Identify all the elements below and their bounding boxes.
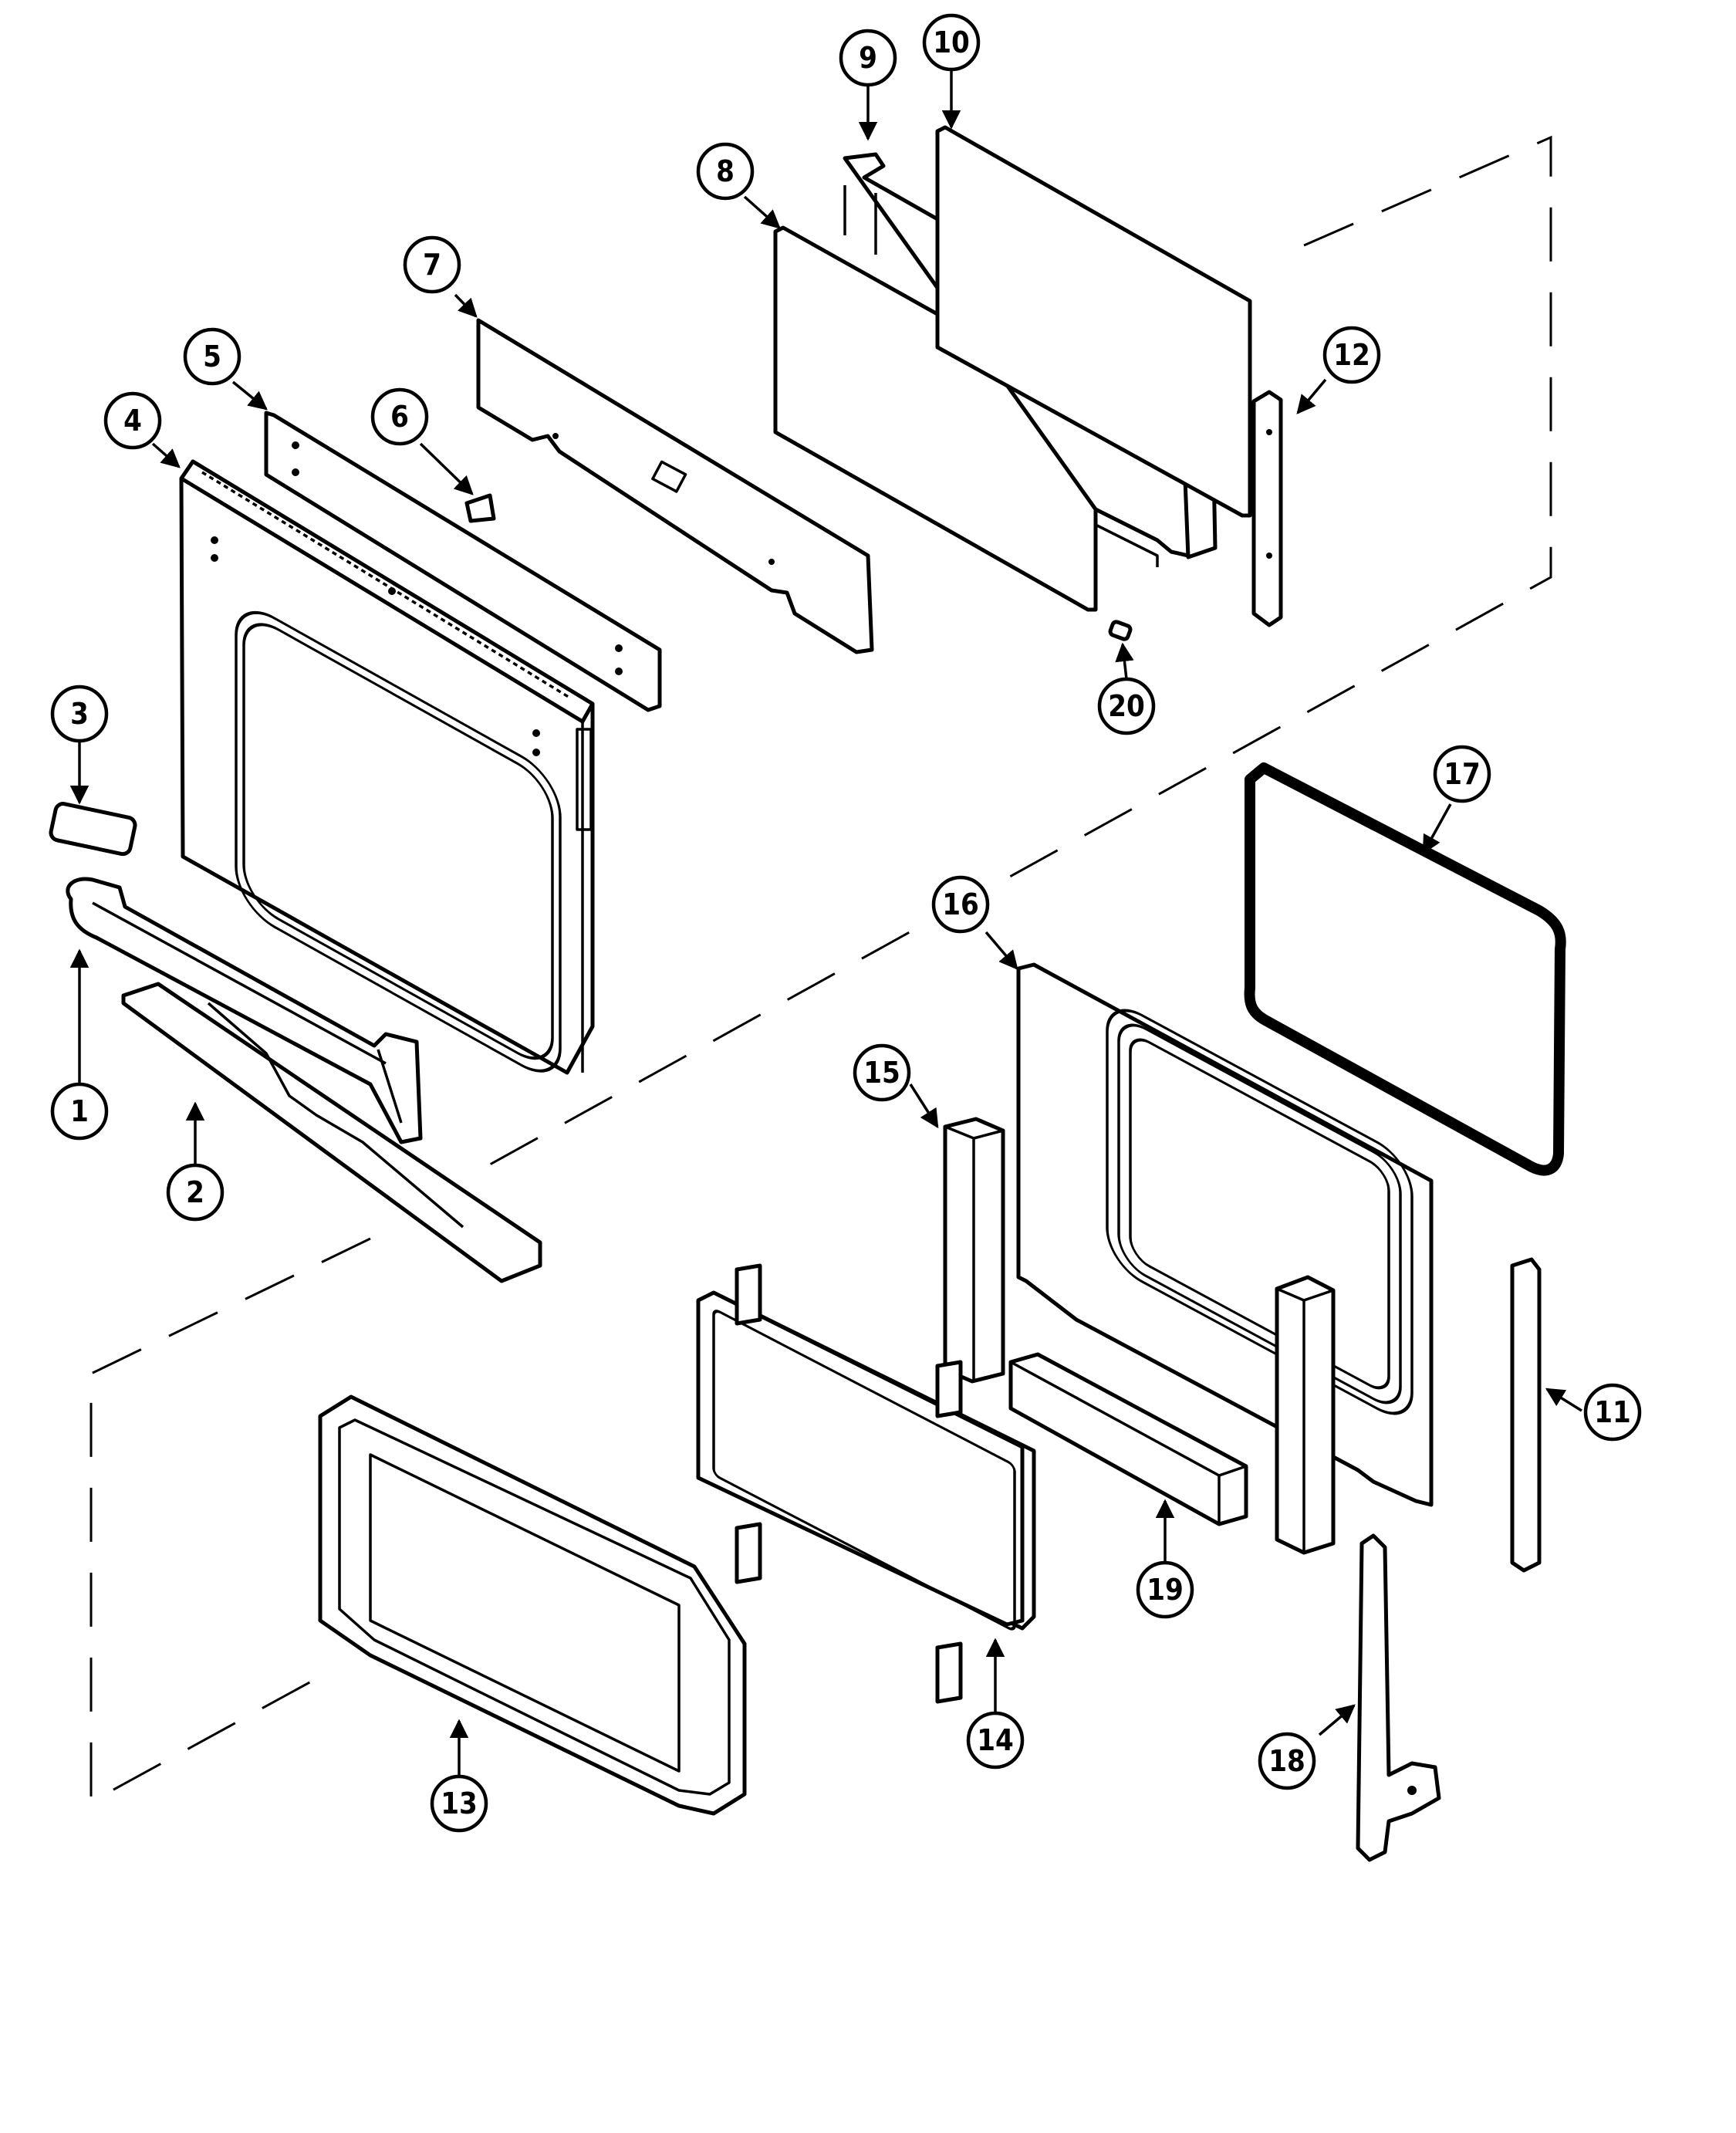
part-outer-glass-panel	[318, 1394, 747, 1816]
svg-text:3: 3	[70, 697, 89, 731]
svg-text:10: 10	[933, 25, 970, 59]
part-door-hinge	[1356, 1533, 1441, 1862]
svg-text:19: 19	[1147, 1573, 1184, 1607]
part-baffle	[476, 318, 874, 654]
svg-text:13: 13	[441, 1787, 478, 1820]
part-side-trim-right	[1510, 1257, 1542, 1573]
svg-text:5: 5	[203, 340, 221, 374]
svg-text:7: 7	[423, 248, 441, 282]
part-door-trim-strip	[121, 982, 542, 1283]
svg-text:12: 12	[1333, 338, 1370, 372]
callout-19: 19	[1136, 1560, 1194, 1619]
svg-text:1: 1	[70, 1094, 89, 1128]
svg-text:8: 8	[716, 154, 735, 188]
part-inner-glass	[773, 225, 1098, 612]
part-clip	[464, 493, 496, 523]
callout-6: 6	[370, 387, 429, 446]
callout-11: 11	[1583, 1383, 1642, 1442]
svg-text:14: 14	[977, 1723, 1014, 1757]
part-door-gasket	[1244, 762, 1566, 1176]
callout-20: 20	[1097, 677, 1156, 735]
svg-text:2: 2	[186, 1175, 204, 1209]
svg-text:16: 16	[942, 887, 979, 921]
callout-10: 10	[922, 13, 981, 72]
callout-12: 12	[1322, 326, 1381, 384]
callout-4: 4	[103, 391, 162, 450]
part-handle	[66, 877, 423, 1144]
callout-2: 2	[166, 1163, 225, 1222]
svg-text:17: 17	[1444, 757, 1481, 791]
svg-text:18: 18	[1268, 1744, 1305, 1778]
callout-16: 16	[931, 875, 990, 934]
part-insulation-block-2	[1275, 1275, 1336, 1555]
svg-text:6: 6	[390, 400, 409, 434]
callout-13: 13	[430, 1774, 488, 1833]
svg-text:15: 15	[863, 1056, 900, 1090]
assembly-dash-lines	[90, 135, 1552, 1804]
part-insulation-bar	[1008, 1352, 1248, 1526]
svg-text:4: 4	[123, 404, 142, 438]
part-handle-cap	[49, 802, 137, 857]
callout-18: 18	[1258, 1732, 1316, 1790]
callout-7: 7	[403, 235, 461, 294]
callout-8: 8	[696, 142, 755, 201]
callout-15: 15	[853, 1043, 911, 1102]
part-vent-strip	[264, 411, 662, 712]
part-small-clip	[1108, 620, 1133, 641]
svg-text:20: 20	[1108, 689, 1145, 723]
callout-17: 17	[1433, 745, 1491, 803]
leader-lines	[69, 69, 1582, 1775]
callout-9: 9	[839, 29, 897, 87]
svg-text:11: 11	[1594, 1395, 1631, 1429]
callout-5: 5	[183, 327, 241, 386]
part-outer-door-panel	[179, 459, 595, 1075]
callout-3: 3	[50, 685, 109, 743]
part-insulation-block	[943, 1117, 1005, 1384]
part-window-pack	[696, 1263, 1036, 1704]
part-hinge-bracket	[1251, 390, 1283, 627]
callout-1: 1	[50, 1082, 109, 1141]
svg-text:9: 9	[859, 41, 877, 75]
callout-14: 14	[966, 1711, 1025, 1770]
